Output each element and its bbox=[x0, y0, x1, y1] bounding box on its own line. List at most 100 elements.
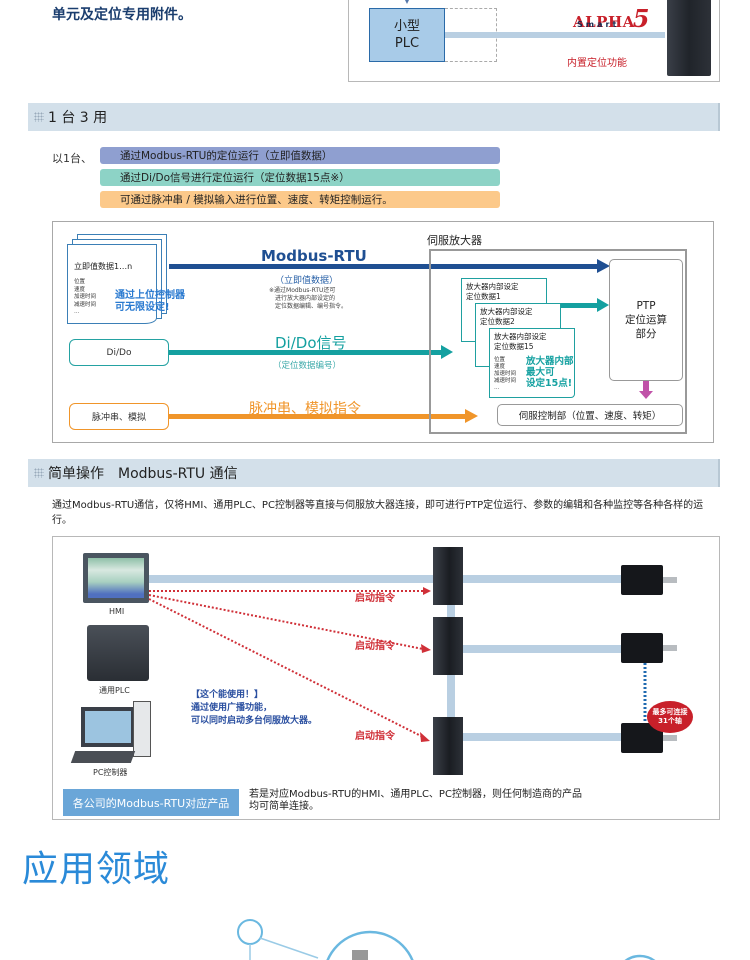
plc-device-image bbox=[87, 625, 149, 681]
max-line: 设定15点! bbox=[526, 378, 573, 389]
alpha-text: ALPHA bbox=[573, 13, 635, 31]
dido-label: Di/Do信号 bbox=[275, 334, 347, 352]
doc-page: 立即值数据1…n 位置 速度 加速时间 减速时间 … bbox=[67, 244, 157, 324]
down-arrow-icon bbox=[403, 0, 411, 4]
doc-item: 速度 bbox=[74, 286, 86, 293]
modbus-arrow-head-icon bbox=[597, 259, 610, 273]
unlimited-line2: 可无限设定! bbox=[115, 302, 170, 313]
compatible-products-text: 若是对应Modbus-RTU的HMI、通用PLC、PC控制器，则任何制造商的产品… bbox=[249, 789, 582, 813]
doc-item: 位置 bbox=[494, 357, 506, 363]
section-title: 1 台 3 用 bbox=[48, 110, 108, 126]
ptp-line: PTP bbox=[636, 300, 656, 312]
application-area-title: 应用领域 bbox=[22, 849, 171, 890]
pulse-source-box: 脉冲串、模拟 bbox=[69, 403, 169, 430]
section-header-modbus: 简单操作 Modbus-RTU 通信 bbox=[28, 459, 720, 487]
top-diagram: 小型 PLC ALPHA5 Smart 内置定位功能 bbox=[348, 0, 720, 82]
application-network-graphic bbox=[237, 919, 656, 960]
down-arrow-shaft bbox=[643, 381, 649, 391]
dido-arrow-line bbox=[169, 350, 441, 355]
builtin-positioning-label: 内置定位功能 bbox=[567, 58, 627, 69]
arrow-head-icon bbox=[423, 587, 431, 595]
motor-shaft bbox=[663, 645, 677, 651]
broadcast-line: 通过使用广播功能， bbox=[191, 703, 273, 713]
doc-item: 加速时间 bbox=[494, 371, 517, 377]
alpha-number: 5 bbox=[632, 4, 650, 33]
smart-text: Smart bbox=[577, 20, 620, 29]
dido-sublabel: （定位数据编号） bbox=[273, 361, 342, 371]
hmi-device-image bbox=[83, 553, 149, 603]
command-arrow-3 bbox=[148, 598, 424, 738]
doc-line: 定位数据1 bbox=[466, 292, 501, 301]
doc-line: 放大器内部设定 bbox=[494, 332, 547, 341]
dido-source-box: Di/Do bbox=[69, 339, 169, 366]
unlimited-setting-text: 通过上位控制器 可无限设定! bbox=[115, 290, 185, 314]
plc-label: 通用PLC bbox=[99, 686, 130, 695]
arrow-head-icon bbox=[420, 732, 430, 742]
start-command-label: 启动指令 bbox=[355, 731, 395, 742]
start-command-label: 启动指令 bbox=[355, 593, 395, 604]
doc-items: 位置 速度 加速时间 减速时间 … bbox=[74, 279, 96, 317]
modbus-network-diagram: HMI 通用PLC PC控制器 启动指令 启动指令 启动指令 【这个能使用！】 … bbox=[52, 536, 720, 820]
internal-data-doc-15: 放大器内部设定 定位数据15 位置 速度 加速时间 减速时间 … 放大器内部 最… bbox=[489, 328, 575, 398]
bus-line bbox=[149, 575, 649, 583]
badge-line: 31个轴 bbox=[658, 717, 682, 725]
command-arrow-2 bbox=[148, 594, 424, 650]
broadcast-note: 【这个能使用！】 通过使用广播功能， 可以同时启动多台伺服放大器。 bbox=[191, 689, 317, 728]
doc-item: 减速时间 bbox=[494, 378, 517, 384]
doc-item: … bbox=[494, 385, 500, 391]
modbus-note: ※通过Modbus-RTU还可 进行放大器内部设定的 定位数据编辑、编号指令。 bbox=[269, 287, 347, 311]
servo-amplifier-image bbox=[433, 547, 463, 605]
hmi-label: HMI bbox=[109, 607, 125, 616]
modbus-sublabel: （立即值数据） bbox=[275, 276, 339, 286]
pc-label: PC控制器 bbox=[93, 768, 128, 777]
pulse-arrow-line bbox=[169, 414, 469, 419]
modbus-arrow-line bbox=[169, 264, 597, 269]
servo-motor-image bbox=[621, 633, 663, 663]
node-circle bbox=[237, 919, 263, 945]
broadcast-line: 【这个能使用！】 bbox=[191, 690, 264, 700]
note-line: ※通过Modbus-RTU还可 bbox=[269, 287, 336, 294]
modbus-label: Modbus-RTU bbox=[261, 247, 367, 265]
servo-motor-image bbox=[621, 565, 663, 595]
down-arrow-icon bbox=[639, 391, 653, 399]
plc-line2: PLC bbox=[394, 36, 420, 51]
bus-line bbox=[453, 645, 649, 653]
pulse-arrow-head-icon bbox=[465, 409, 478, 423]
pc-tower-image bbox=[133, 701, 151, 757]
compat-line: 若是对应Modbus-RTU的HMI、通用PLC、PC控制器，则任何制造商的产品 bbox=[249, 789, 582, 800]
dots-grid-icon bbox=[34, 112, 44, 122]
doc-line: 定位数据2 bbox=[480, 317, 515, 326]
small-plc-box: 小型 PLC bbox=[369, 8, 445, 62]
mode-bar-modbus: 通过Modbus-RTU的定位运行（立即值数据） bbox=[100, 147, 500, 164]
alpha5-logo: ALPHA5 bbox=[573, 4, 650, 33]
ptp-line: 部分 bbox=[635, 328, 657, 340]
command-arrows bbox=[148, 587, 647, 742]
doc-line: 放大器内部设定 bbox=[480, 307, 533, 316]
max-axes-badge: 最多可连接 31个轴 bbox=[647, 701, 693, 733]
arrow-head-icon bbox=[421, 644, 431, 653]
doc-title: 立即值数据1…n bbox=[74, 262, 133, 271]
internal-arrow-line bbox=[561, 303, 599, 308]
doc-line: 定位数据15 bbox=[494, 342, 534, 351]
badge-line: 最多可连接 bbox=[652, 708, 688, 716]
internal-arrow-head-icon bbox=[597, 298, 609, 312]
immediate-data-doc-stack: 立即值数据1…n 位置 速度 加速时间 减速时间 … bbox=[67, 234, 167, 324]
application-icon bbox=[352, 950, 368, 960]
hmi-screen bbox=[88, 558, 144, 598]
dots-grid-icon bbox=[34, 468, 44, 478]
pc-monitor-image bbox=[81, 707, 135, 747]
servo-amplifier-title: 伺服放大器 bbox=[427, 234, 482, 247]
servo-amplifier-image bbox=[667, 0, 711, 76]
modbus-description: 通过Modbus-RTU通信，仅将HMI、通用PLC、PC控制器等直接与伺服放大… bbox=[52, 500, 704, 526]
doc-line: 放大器内部设定 bbox=[466, 282, 519, 291]
dido-arrow-head-icon bbox=[441, 345, 453, 359]
compat-line: 均可简单连接。 bbox=[249, 801, 319, 812]
servo-control-box: 伺服控制部（位置、速度、转矩） bbox=[497, 404, 683, 426]
doc-item: … bbox=[74, 309, 80, 315]
servo-amplifier-image bbox=[433, 617, 463, 675]
mode-prefix: 以1台、 bbox=[52, 152, 92, 165]
section-title: 简单操作 Modbus-RTU 通信 bbox=[48, 466, 238, 482]
doc-item: 位置 bbox=[74, 279, 86, 285]
control-modes-diagram: 立即值数据1…n 位置 速度 加速时间 减速时间 … 通过上位控制器 可无限设定… bbox=[52, 221, 714, 443]
doc-item: 加速时间 bbox=[74, 294, 97, 300]
